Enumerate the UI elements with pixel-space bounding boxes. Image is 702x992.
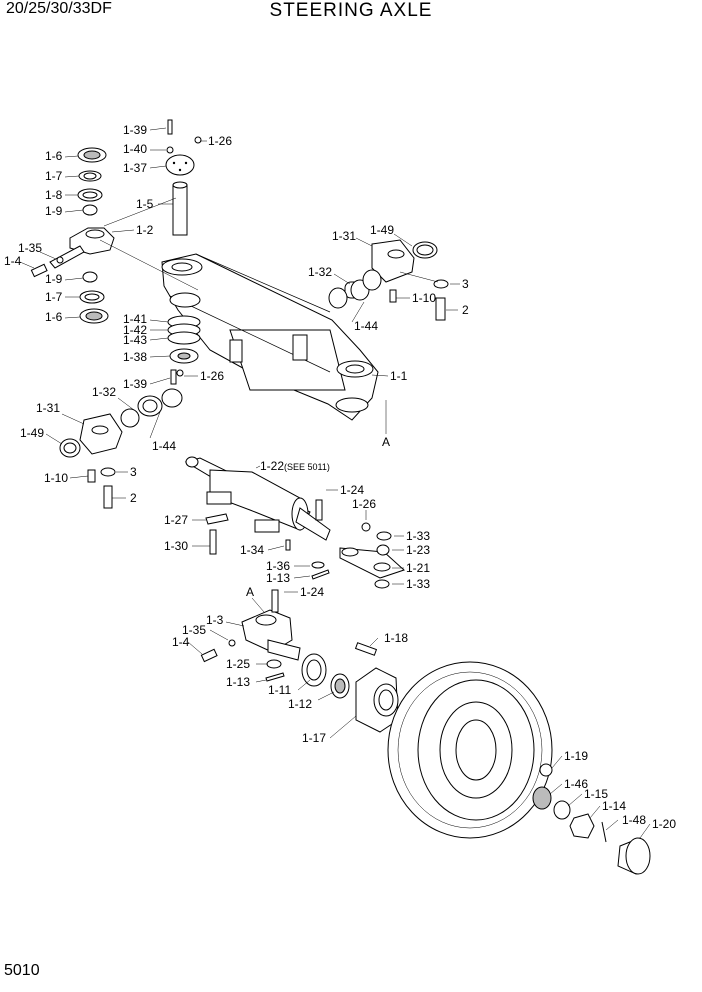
wheel-hub-assembly (301, 642, 651, 875)
page-title: STEERING AXLE (269, 0, 433, 21)
callout-3: 3 (130, 465, 137, 479)
axle-beam (161, 253, 379, 421)
callout-1-44: 1-44 (354, 319, 378, 333)
callout-1-14: 1-14 (602, 799, 626, 813)
callout-1-7: 1-7 (45, 169, 63, 183)
callout-1-5: 1-5 (136, 197, 154, 211)
callout-1-4: 1-4 (4, 254, 22, 268)
callout-1-23: 1-23 (406, 543, 430, 557)
model-label: 20/25/30/33DF (6, 0, 112, 17)
callout-1-31: 1-31 (36, 401, 60, 415)
upper-kingpin-stack (30, 119, 202, 324)
callout-1-7: 1-7 (45, 290, 63, 304)
callout-1-39: 1-39 (123, 377, 147, 391)
callout-1-46: 1-46 (564, 777, 588, 791)
callout-1-41: 1-41 (123, 312, 147, 326)
thrust-bearing-stack (167, 315, 201, 385)
callout-1-30: 1-30 (164, 539, 188, 553)
callout-1-18: 1-18 (384, 631, 408, 645)
callout-1-4: 1-4 (172, 635, 190, 649)
callout-1-26: 1-26 (200, 369, 224, 383)
callout-1-31: 1-31 (332, 229, 356, 243)
callout-1-35: 1-35 (182, 623, 206, 637)
steering-cylinder-assembly (184, 456, 405, 589)
callout-1-1: 1-1 (390, 369, 408, 383)
callout-1-6: 1-6 (45, 149, 63, 163)
callout-1-24: 1-24 (300, 585, 324, 599)
callout-1-15: 1-15 (584, 787, 608, 801)
callout-1-36: 1-36 (266, 559, 290, 573)
callout-1-39: 1-39 (123, 123, 147, 137)
callout-1-48: 1-48 (622, 813, 646, 827)
callout-1-9: 1-9 (45, 272, 63, 286)
callout-1-37: 1-37 (123, 161, 147, 175)
callout-1-26: 1-26 (208, 134, 232, 148)
callout-1-10: 1-10 (412, 291, 436, 305)
callout-1-27: 1-27 (164, 513, 188, 527)
callout-1-34: 1-34 (240, 543, 264, 557)
callout-1-8: 1-8 (45, 188, 63, 202)
callout-1-32: 1-32 (92, 385, 116, 399)
callout-1-24: 1-24 (340, 483, 364, 497)
callout-1-19: 1-19 (564, 749, 588, 763)
callout-1-42: 1-42 (123, 323, 147, 337)
callout-1-44: 1-44 (152, 439, 176, 453)
callout-2: 2 (462, 303, 469, 317)
callout-1-17: 1-17 (302, 731, 326, 745)
callout-1-35: 1-35 (18, 241, 42, 255)
callout-1-22-note: (SEE 5011) (284, 462, 330, 472)
callout-labels: 1-39 1-26 1-40 1-37 1-6 1-7 1-8 1-9 1-2 … (4, 123, 676, 831)
callout-A: A (382, 435, 390, 449)
callout-1-2: 1-2 (136, 223, 154, 237)
callout-1-33: 1-33 (406, 529, 430, 543)
callout-1-49: 1-49 (370, 223, 394, 237)
callout-1-43: 1-43 (123, 333, 147, 347)
page-number: 5010 (4, 962, 40, 979)
callout-1-22: 1-22 (260, 459, 284, 473)
callout-1-3: 1-3 (206, 613, 224, 627)
callout-1-38: 1-38 (123, 350, 147, 364)
right-bracket-assembly (328, 239, 449, 321)
callout-1-25: 1-25 (226, 657, 250, 671)
callout-1-13: 1-13 (266, 571, 290, 585)
callout-2: 2 (130, 491, 137, 505)
left-bracket-assembly (59, 388, 183, 509)
callout-3: 3 (462, 277, 469, 291)
callout-1-21: 1-21 (406, 561, 430, 575)
callout-1-11: 1-11 (268, 683, 291, 697)
callout-1-32: 1-32 (308, 265, 332, 279)
callout-1-20: 1-20 (652, 817, 676, 831)
callout-1-40: 1-40 (123, 142, 147, 156)
callout-1-12: 1-12 (288, 697, 312, 711)
callout-1-26: 1-26 (352, 497, 376, 511)
callout-1-49: 1-49 (20, 426, 44, 440)
lower-knuckle (200, 589, 301, 682)
callout-A: A (246, 585, 254, 599)
callout-1-13: 1-13 (226, 675, 250, 689)
callout-1-9: 1-9 (45, 204, 63, 218)
leader-lines (19, 127, 651, 839)
callout-1-10: 1-10 (44, 471, 68, 485)
callout-1-33: 1-33 (406, 577, 430, 591)
callout-1-6: 1-6 (45, 310, 63, 324)
